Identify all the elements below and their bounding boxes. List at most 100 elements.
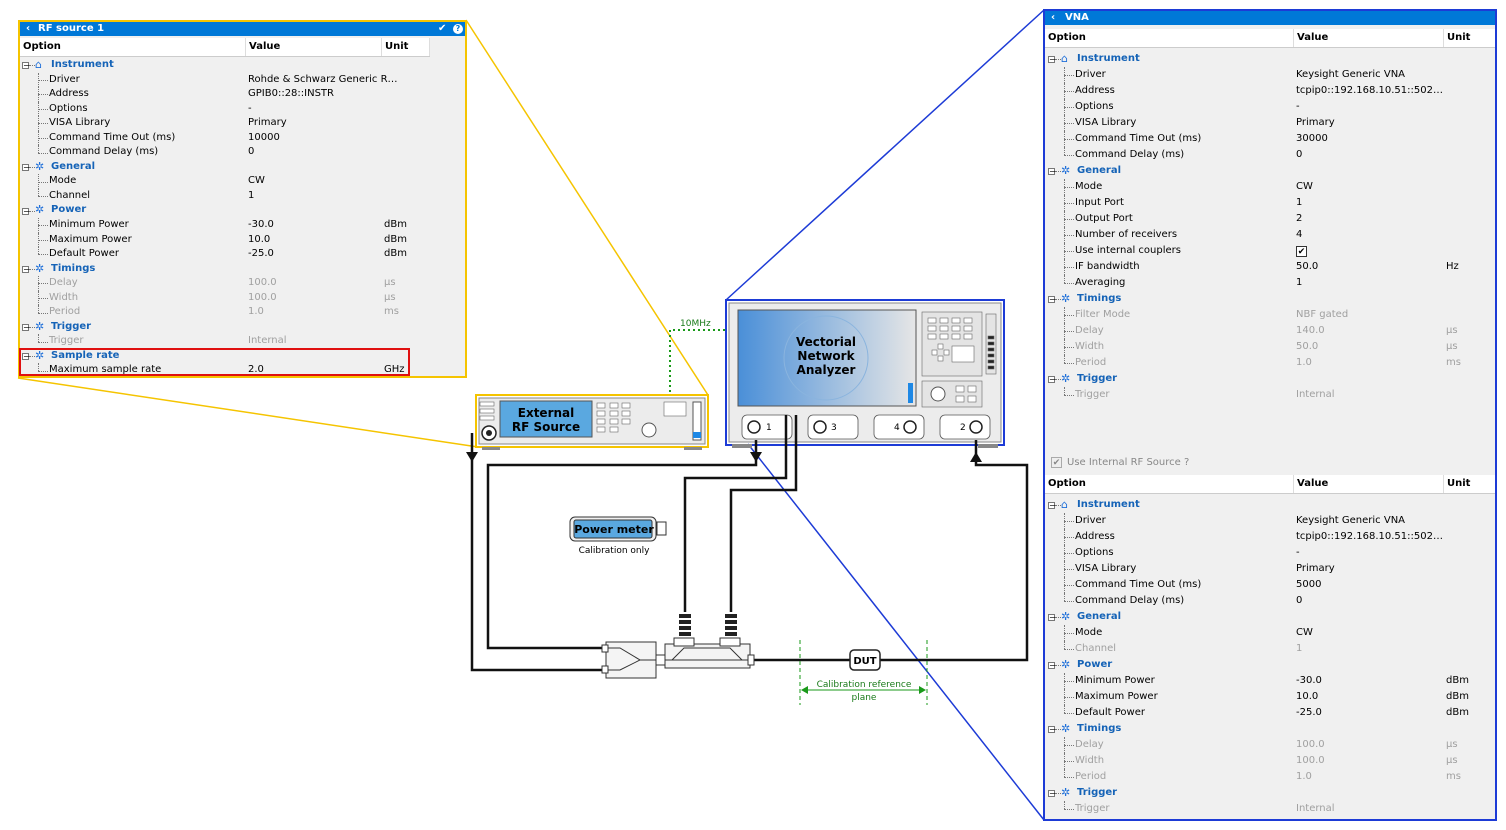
property-value[interactable]: 1 xyxy=(1296,277,1303,288)
property-value[interactable]: 10.0 xyxy=(248,233,271,245)
group-row-general[interactable]: −✲General xyxy=(1045,163,1495,179)
property-value[interactable]: 4 xyxy=(1296,229,1303,240)
property-value[interactable]: 30000 xyxy=(1296,133,1328,144)
group-row-instrument[interactable]: −⌂Instrument xyxy=(20,58,465,73)
property-value[interactable]: - xyxy=(1296,101,1300,112)
property-value[interactable]: 0 xyxy=(248,146,255,158)
property-row-command-time-out-ms[interactable]: Command Time Out (ms)10000 xyxy=(20,130,465,146)
property-value[interactable]: 100.0 xyxy=(248,277,277,289)
property-value[interactable]: NBF gated xyxy=(1296,309,1349,320)
property-value[interactable]: 1 xyxy=(1296,643,1303,654)
property-value[interactable]: -30.0 xyxy=(248,219,274,231)
collapse-icon[interactable]: − xyxy=(1048,55,1056,64)
group-row-power[interactable]: −✲Power xyxy=(1045,657,1495,673)
collapse-icon[interactable]: − xyxy=(22,206,30,216)
vna-column-header-option-2[interactable]: Option xyxy=(1045,475,1294,493)
property-value[interactable]: 140.0 xyxy=(1296,325,1325,336)
group-row-power[interactable]: −✲Power xyxy=(20,203,465,218)
property-row-command-time-out-ms[interactable]: Command Time Out (ms)5000 xyxy=(1045,577,1495,593)
property-value[interactable]: Rohde & Schwarz Generic R… xyxy=(248,73,398,85)
group-row-timings[interactable]: −✲Timings xyxy=(1045,291,1495,307)
collapse-icon[interactable]: − xyxy=(1048,501,1056,510)
vna-port-3[interactable] xyxy=(813,420,827,434)
collapse-icon[interactable]: − xyxy=(22,323,30,333)
collapse-icon[interactable]: − xyxy=(1048,295,1056,304)
property-value[interactable]: -25.0 xyxy=(1296,707,1322,718)
property-value[interactable]: 10000 xyxy=(248,131,280,143)
help-icon[interactable]: ? xyxy=(453,24,463,34)
property-value[interactable]: Keysight Generic VNA xyxy=(1296,69,1406,80)
property-value[interactable]: 2 xyxy=(1296,213,1303,224)
group-row-timings[interactable]: −✲Timings xyxy=(20,262,465,277)
vna-column-header-unit[interactable]: Unit xyxy=(1444,29,1495,47)
property-row-command-delay-ms[interactable]: Command Delay (ms)0 xyxy=(20,145,465,160)
collapse-icon[interactable]: − xyxy=(1048,789,1056,798)
property-row-use-internal-couplers[interactable]: Use internal couplers✔ xyxy=(1045,243,1495,259)
property-value[interactable]: Internal xyxy=(1296,389,1335,400)
vna-back-icon[interactable]: ‹ xyxy=(1051,12,1056,23)
property-value[interactable]: Primary xyxy=(248,117,287,129)
property-row-options[interactable]: Options- xyxy=(1045,545,1495,561)
property-value[interactable]: -25.0 xyxy=(248,248,274,260)
property-value[interactable]: tcpip0::192.168.10.51::502… xyxy=(1296,85,1443,96)
use-internal-rf-checkbox[interactable]: ✔ xyxy=(1051,457,1062,468)
property-value[interactable]: 100.0 xyxy=(248,291,277,303)
property-value[interactable]: CW xyxy=(248,175,265,187)
vna-column-header-option[interactable]: Option xyxy=(1045,29,1294,47)
property-value[interactable]: 50.0 xyxy=(1296,341,1319,352)
group-row-timings[interactable]: −✲Timings xyxy=(1045,721,1495,737)
column-header-option[interactable]: Option xyxy=(20,38,246,56)
collapse-icon[interactable]: − xyxy=(1048,613,1056,622)
use-internal-couplers-checkbox[interactable]: ✔ xyxy=(1296,245,1307,257)
property-value[interactable]: Internal xyxy=(1296,803,1335,814)
property-value[interactable]: 1 xyxy=(248,189,255,201)
collapse-icon[interactable]: − xyxy=(22,352,30,362)
vna-column-header-unit-2[interactable]: Unit xyxy=(1444,475,1495,493)
collapse-icon[interactable]: − xyxy=(22,264,30,274)
vna-column-header-value-2[interactable]: Value xyxy=(1294,475,1444,493)
group-row-instrument[interactable]: −⌂Instrument xyxy=(1045,497,1495,513)
group-row-trigger[interactable]: −✲Trigger xyxy=(20,320,465,335)
property-row-command-delay-ms[interactable]: Command Delay (ms)0 xyxy=(1045,147,1495,163)
property-value[interactable]: Primary xyxy=(1296,563,1335,574)
column-header-unit[interactable]: Unit xyxy=(382,38,430,56)
group-row-sample-rate[interactable]: −✲Sample rate xyxy=(20,349,465,364)
collapse-icon[interactable]: − xyxy=(1048,661,1056,670)
group-row-general[interactable]: −✲General xyxy=(20,160,465,175)
property-row-options[interactable]: Options- xyxy=(20,101,465,117)
property-value[interactable]: 1 xyxy=(1296,197,1303,208)
property-value[interactable]: 100.0 xyxy=(1296,755,1325,766)
group-row-trigger[interactable]: −✲Trigger xyxy=(1045,371,1495,387)
collapse-icon[interactable]: − xyxy=(1048,375,1056,384)
collapse-icon[interactable]: − xyxy=(22,163,30,173)
collapse-icon[interactable]: − xyxy=(1048,167,1056,176)
check-icon[interactable]: ✔ xyxy=(438,23,447,34)
property-value[interactable]: 5000 xyxy=(1296,579,1322,590)
property-row-command-delay-ms[interactable]: Command Delay (ms)0 xyxy=(1045,593,1495,609)
